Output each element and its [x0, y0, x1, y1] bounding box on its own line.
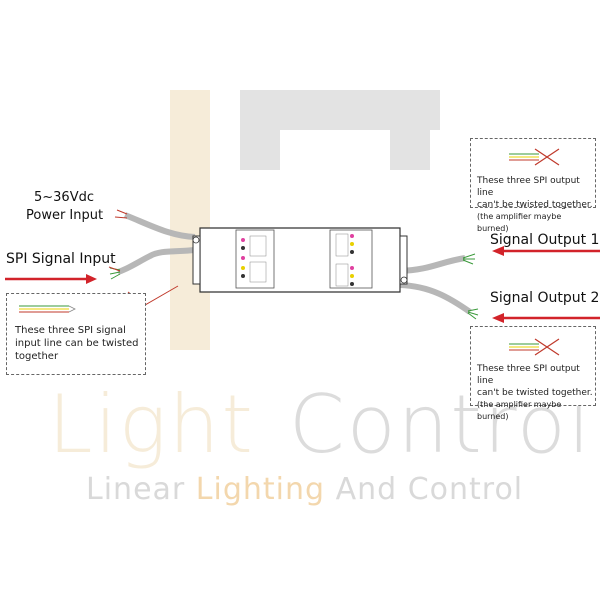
input-note-line-2: input line can be twisted [15, 338, 139, 349]
output-note-2-line-3: (the amplifier maybe burned) [477, 400, 562, 421]
amplifier-device [192, 227, 408, 293]
signal-output-1-label: Signal Output 1 [490, 232, 600, 248]
output-note-2-line-2: can't be twisted together. [477, 388, 593, 398]
arrow-signal-output-2 [492, 313, 600, 323]
input-note-line-3: together [15, 351, 59, 362]
watermark-tagline: Linear Lighting And Control [86, 472, 523, 507]
signal-output-2-label: Signal Output 2 [490, 290, 600, 306]
power-input-label: Power Input [26, 208, 104, 223]
output-wire-2 [399, 282, 472, 315]
output-no-twist-note-1: These three SPI output line can't be twi… [470, 138, 596, 233]
watermark-tagline-part2: Lighting [195, 472, 326, 507]
arrow-signal-input [5, 274, 97, 284]
output-no-twist-note-2: These three SPI output line can't be twi… [470, 326, 596, 421]
output-note-2-line-1: These three SPI output line [477, 364, 580, 386]
input-twist-note: These three SPI signal input line can be… [6, 293, 146, 375]
output-wire-1 [399, 255, 466, 274]
watermark-tagline-part3: And Control [325, 472, 524, 507]
power-input-wire [123, 212, 196, 240]
watermark-brand-word1: Light [48, 378, 255, 471]
power-input-voltage: 5~36Vdc [34, 190, 94, 205]
no-twist-wires-icon [509, 148, 560, 166]
arrow-signal-output-1 [492, 246, 600, 256]
watermark-tagline-part1: Linear [86, 472, 196, 507]
output-note-1-line-1: These three SPI output line [477, 176, 580, 198]
spi-signal-input-label: SPI Signal Input [6, 251, 116, 267]
output-note-1-line-2: can't be twisted together. [477, 200, 593, 210]
signal-input-wire [117, 247, 196, 275]
input-note-line-1: These three SPI signal [15, 325, 126, 336]
no-twist-wires-icon [509, 338, 560, 356]
twisted-wires-icon [19, 305, 76, 313]
output-note-1-line-3: (the amplifier maybe burned) [477, 212, 562, 233]
